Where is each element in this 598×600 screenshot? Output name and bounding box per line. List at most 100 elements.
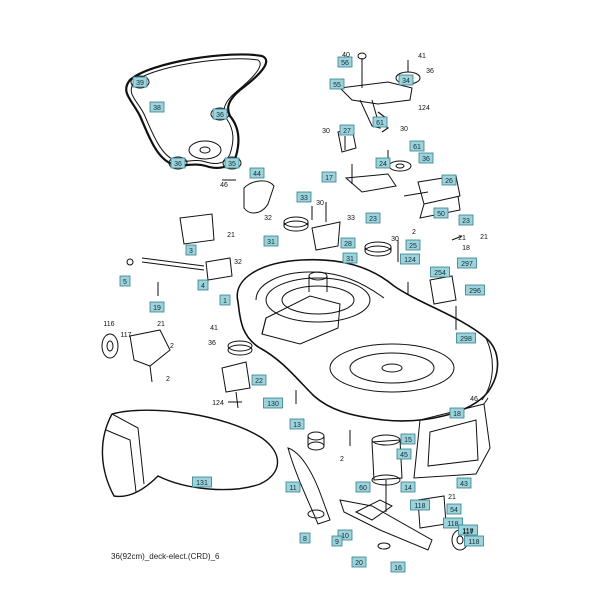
callout-box xyxy=(372,116,388,128)
callout-number: 18 xyxy=(453,411,461,418)
callout-19: 19 xyxy=(149,301,165,313)
callout-box xyxy=(390,561,406,573)
callout-34: 34 xyxy=(398,74,414,86)
callout-130: 130 xyxy=(263,397,283,409)
part-number-116: 116 xyxy=(103,321,114,328)
part-number-41: 41 xyxy=(210,325,218,332)
callout-8: 8 xyxy=(299,532,311,544)
part-number-46: 46 xyxy=(470,396,478,403)
callout-box xyxy=(340,237,356,249)
callout-number: 17 xyxy=(325,175,333,182)
callout-43: 43 xyxy=(456,477,472,489)
drawing-caption: 36(92cm)_deck-elect.(CRD)_6 xyxy=(111,552,220,561)
callout-box xyxy=(418,152,434,164)
callout-box xyxy=(409,140,425,152)
callout-number: 44 xyxy=(253,171,261,178)
callout-box xyxy=(337,56,353,68)
callout-296: 296 xyxy=(465,284,485,296)
callout-number: 24 xyxy=(379,161,387,168)
part-number-40: 40 xyxy=(342,52,350,59)
callout-number: 25 xyxy=(409,243,417,250)
callout-33: 33 xyxy=(296,191,312,203)
part-number-21: 21 xyxy=(227,232,235,239)
callout-23: 23 xyxy=(458,214,474,226)
callout-number: 9 xyxy=(335,539,339,546)
callout-box xyxy=(446,503,462,515)
callout-number: 43 xyxy=(460,481,468,488)
callout-number: 13 xyxy=(293,422,301,429)
callout-13: 13 xyxy=(289,418,305,430)
spindle-blade-assembly xyxy=(287,431,433,551)
callout-number: 131 xyxy=(196,480,208,487)
callout-20: 20 xyxy=(351,556,367,568)
callout-number: 35 xyxy=(228,161,236,168)
callout-box xyxy=(400,253,420,265)
callout-9: 9 xyxy=(331,535,343,547)
left-belt-guide xyxy=(126,180,275,296)
deck-shell xyxy=(236,258,499,422)
bolts xyxy=(222,164,463,446)
callout-number: 124 xyxy=(404,257,416,264)
callout-box xyxy=(355,481,371,493)
part-number-117: 117 xyxy=(462,529,473,536)
part-number-36: 36 xyxy=(208,340,216,347)
part-number-2: 2 xyxy=(340,456,344,463)
callout-124: 124 xyxy=(400,253,420,265)
callout-38: 38 xyxy=(149,101,165,113)
idler-arm-left xyxy=(101,329,253,409)
callout-box xyxy=(410,499,430,511)
callout-number: 45 xyxy=(400,452,408,459)
part-number-30: 30 xyxy=(322,128,330,135)
callout-118: 118 xyxy=(464,535,484,547)
callout-4: 4 xyxy=(197,279,209,291)
callout-box xyxy=(251,374,267,386)
center-pulleys xyxy=(283,202,392,257)
callout-box xyxy=(321,171,337,183)
callout-number: 14 xyxy=(404,485,412,492)
callout-number: 298 xyxy=(460,336,472,343)
part-number-36: 36 xyxy=(426,68,434,75)
callout-box xyxy=(456,477,472,489)
callout-number: 118 xyxy=(462,528,473,535)
callout-box xyxy=(400,433,416,445)
callout-298: 298 xyxy=(456,332,476,344)
callout-27: 27 xyxy=(339,124,355,136)
callout-number: 19 xyxy=(153,305,161,312)
callout-number: 118 xyxy=(414,503,425,510)
callout-number: 5 xyxy=(123,279,127,286)
part-number-2: 2 xyxy=(412,229,416,236)
callout-box xyxy=(337,529,353,541)
callout-number: 8 xyxy=(303,536,307,543)
callout-box xyxy=(465,284,485,296)
callout-number: 34 xyxy=(402,78,410,85)
callout-box xyxy=(197,279,209,291)
callout-number: 54 xyxy=(450,507,458,514)
part-number-46: 46 xyxy=(220,182,228,189)
callout-17: 17 xyxy=(321,171,337,183)
callout-number: 50 xyxy=(437,211,445,218)
callout-16: 16 xyxy=(390,561,406,573)
callout-box xyxy=(405,239,421,251)
hanger-bracket-right xyxy=(429,275,457,330)
callout-number: 26 xyxy=(445,178,453,185)
callout-box xyxy=(285,481,301,493)
callout-number: 118 xyxy=(468,539,479,546)
callout-15: 15 xyxy=(400,433,416,445)
callout-box xyxy=(443,517,463,529)
callout-22: 22 xyxy=(251,374,267,386)
callout-box xyxy=(398,74,414,86)
part-number-32: 32 xyxy=(234,259,242,266)
callout-number: 23 xyxy=(462,218,470,225)
callout-118: 118 xyxy=(410,499,430,511)
callout-number: 60 xyxy=(359,485,367,492)
callout-number: 55 xyxy=(333,82,341,89)
callout-number: 297 xyxy=(461,261,473,268)
parts-linework xyxy=(101,52,499,551)
callout-box xyxy=(456,332,476,344)
callout-44: 44 xyxy=(249,167,265,179)
callout-254: 254 xyxy=(430,266,450,278)
callout-number: 130 xyxy=(267,401,279,408)
callout-box xyxy=(149,101,165,113)
callout-131: 131 xyxy=(192,476,212,488)
